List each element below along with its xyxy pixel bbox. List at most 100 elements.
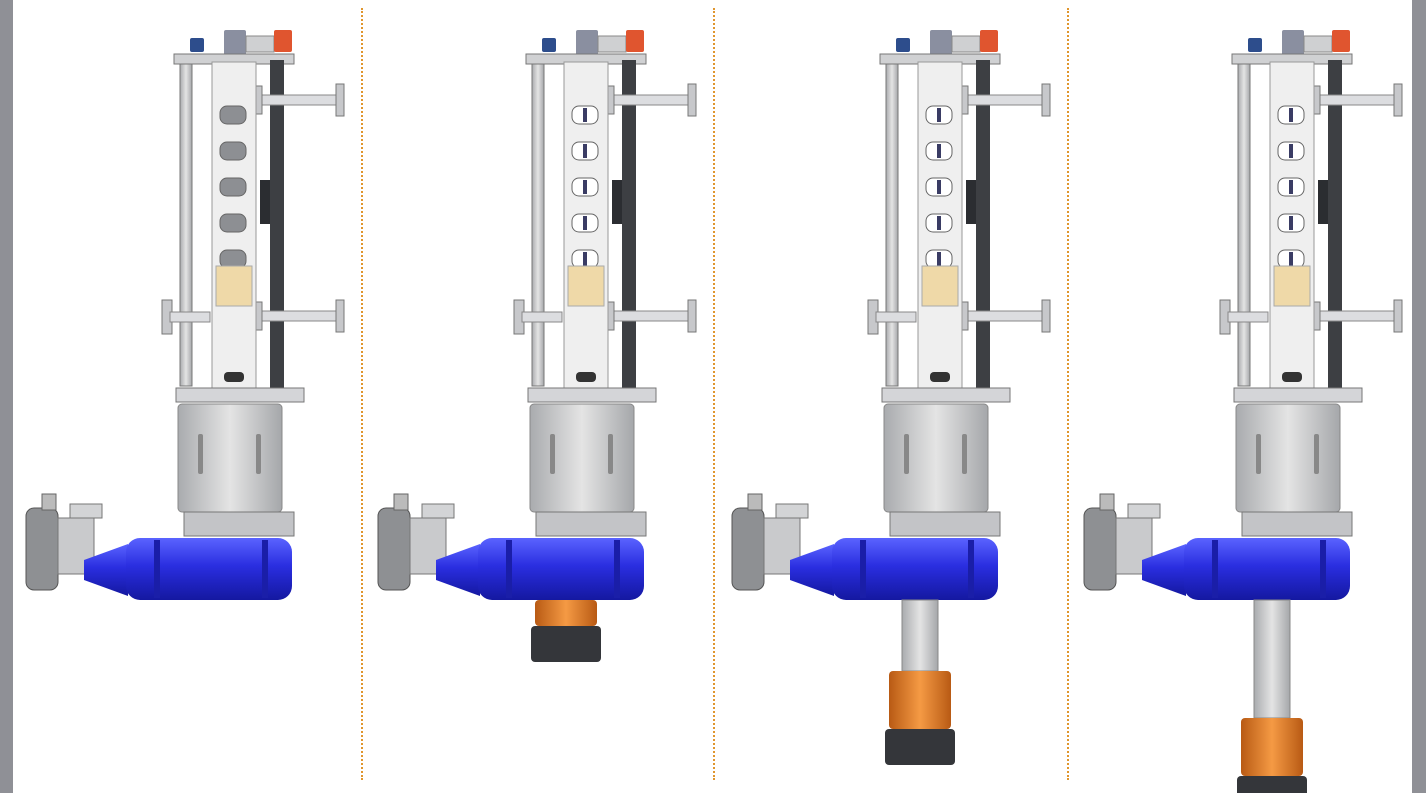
actuator-block — [1099, 493, 1115, 511]
guide-rod-left — [885, 63, 899, 387]
pipe-flange — [687, 83, 697, 117]
handwheel-icon — [731, 507, 765, 591]
actuator-block — [747, 493, 763, 511]
slot-pin — [937, 216, 941, 230]
stage-panel-1 — [14, 0, 366, 793]
actuator-head — [775, 503, 809, 519]
side-pipe-2 — [963, 310, 1049, 322]
pipe-flange — [335, 299, 345, 333]
base-plate — [527, 387, 657, 403]
gearbox-rib — [256, 434, 261, 474]
slot-pin — [1289, 252, 1293, 266]
mast-foot — [930, 372, 950, 382]
gearbox-rib — [1314, 434, 1319, 474]
gearbox-rib — [1256, 434, 1261, 474]
slot-pin — [937, 252, 941, 266]
sensor-blue-icon — [1248, 38, 1262, 52]
side-pipe-1 — [257, 94, 343, 106]
side-pipe-2 — [257, 310, 343, 322]
extension-shaft — [1253, 599, 1291, 719]
mast-foot — [224, 372, 244, 382]
cutter-base — [1237, 776, 1307, 793]
left-pipe — [521, 311, 563, 323]
slot-pin — [583, 252, 587, 266]
extension-shaft — [901, 599, 939, 672]
actuator-head — [1127, 503, 1161, 519]
side-pipe-1 — [609, 94, 695, 106]
side-pipe-1 — [963, 94, 1049, 106]
slot-pin — [1289, 108, 1293, 122]
motor-bracket — [245, 35, 275, 53]
left-pipe — [1227, 311, 1269, 323]
mast-foot — [1282, 372, 1302, 382]
side-pipe-2 — [609, 310, 695, 322]
handwheel-icon — [377, 507, 411, 591]
gearbox-rib — [904, 434, 909, 474]
cutter-base — [531, 626, 601, 662]
filter-pad — [215, 265, 253, 307]
filter-pad — [567, 265, 605, 307]
slot-pin — [583, 108, 587, 122]
gate-valve-icon — [1184, 538, 1350, 600]
gate-valve-icon — [478, 538, 644, 600]
gearbox-icon — [1235, 403, 1341, 513]
machine-1 — [25, 30, 345, 600]
slot-pin — [937, 108, 941, 122]
slot-pin — [937, 180, 941, 194]
valve-flange-line — [968, 540, 974, 598]
actuator-block — [393, 493, 409, 511]
side-pipe-2 — [1315, 310, 1401, 322]
actuator-head — [69, 503, 103, 519]
motor-bracket — [597, 35, 627, 53]
stage-divider-3 — [1067, 8, 1069, 780]
valve-flange-line — [860, 540, 866, 598]
actuator-head — [421, 503, 455, 519]
base-plate — [881, 387, 1011, 403]
valve-adapter — [535, 511, 647, 537]
gearbox-icon — [177, 403, 283, 513]
machine-4 — [1083, 30, 1403, 793]
pipe-flange — [1041, 83, 1051, 117]
machine-2 — [377, 30, 697, 662]
mast-slot — [219, 105, 247, 125]
gearbox-rib — [550, 434, 555, 474]
machine-3 — [731, 30, 1051, 765]
valve-flange-line — [262, 540, 268, 598]
valve-taper — [436, 544, 480, 596]
gearbox-rib — [608, 434, 613, 474]
side-pipe-1 — [1315, 94, 1401, 106]
base-plate — [1233, 387, 1363, 403]
left-pipe — [169, 311, 211, 323]
stage-panel-3 — [720, 0, 1072, 793]
slot-pin — [1289, 144, 1293, 158]
cutter-head-icon — [889, 671, 951, 729]
actuator-motor-icon — [1282, 30, 1304, 56]
mast-foot — [576, 372, 596, 382]
left-pipe — [875, 311, 917, 323]
valve-flange-line — [1320, 540, 1326, 598]
slot-pin — [1289, 180, 1293, 194]
slot-pin — [583, 144, 587, 158]
stage-divider-1 — [361, 8, 363, 780]
sensor-red-icon — [626, 30, 644, 52]
gearbox-icon — [529, 403, 635, 513]
filter-pad — [921, 265, 959, 307]
sensor-red-icon — [1332, 30, 1350, 52]
clamp-block — [1318, 180, 1328, 224]
slot-pin — [583, 216, 587, 230]
guide-rod-right — [622, 60, 636, 390]
valve-flange-line — [506, 540, 512, 598]
guide-rod-right — [270, 60, 284, 390]
pipe-flange — [1393, 83, 1403, 117]
valve-flange-line — [154, 540, 160, 598]
mast-slot — [219, 141, 247, 161]
cutter-base — [885, 729, 955, 765]
clamp-block — [612, 180, 622, 224]
slot-pin — [1289, 216, 1293, 230]
pipe-flange — [335, 83, 345, 117]
actuator-motor-icon — [576, 30, 598, 56]
slot-pin — [583, 180, 587, 194]
handwheel-icon — [25, 507, 59, 591]
handwheel-icon — [1083, 507, 1117, 591]
right-frame-bar — [1412, 0, 1426, 793]
